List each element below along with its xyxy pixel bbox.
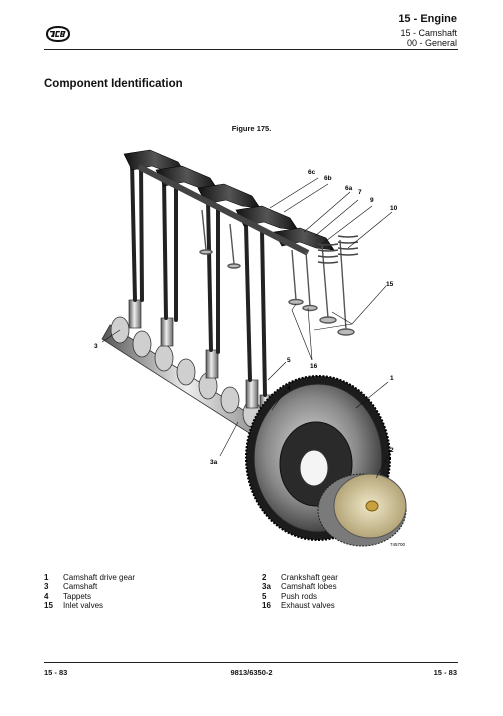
callout-4: 4: [287, 385, 291, 392]
camshaft-assembly-figure: 6c 6b 6a 7 9 10 15 16 5 4 3 3a 1 2 74570…: [94, 149, 407, 547]
valve-springs-illustration: [317, 235, 359, 264]
footer-page-left: 15 - 83: [44, 668, 68, 677]
callout-3: 3: [94, 343, 98, 350]
section-subtitle: 15 - Camshaft: [400, 28, 457, 38]
callout-6a: 6a: [345, 185, 353, 192]
callout-3a: 3a: [210, 459, 218, 466]
footer-page-right: 15 - 83: [433, 668, 457, 677]
callout-6c: 6c: [308, 169, 316, 176]
callout-15: 15: [386, 281, 394, 288]
crankshaft-gear-illustration: [317, 473, 407, 547]
callout-2: 2: [390, 447, 394, 454]
chapter-title: 15 - Engine: [398, 13, 457, 25]
header-rule: [44, 49, 458, 50]
page-heading: Component Identification: [44, 78, 183, 90]
footer-document-number: 9813/6350-2: [230, 668, 273, 677]
figure-caption: Figure 175.: [231, 124, 272, 133]
callout-1: 1: [390, 375, 394, 382]
valves-illustration: [199, 209, 355, 336]
rocker-shaft-illustration: [137, 164, 310, 256]
callout-16: 16: [310, 363, 318, 370]
callout-7: 7: [358, 189, 362, 196]
image-reference-code: 745700: [390, 542, 406, 547]
leader-lines: [101, 177, 393, 479]
push-rods-illustration: [130, 160, 267, 397]
footer-rule: [44, 662, 458, 663]
subsection-subtitle: 00 - General: [406, 38, 457, 48]
jcb-logo: [46, 26, 70, 42]
callout-10: 10: [390, 205, 398, 212]
callout-6b: 6b: [324, 175, 332, 182]
callout-5: 5: [287, 357, 291, 364]
callout-9: 9: [370, 197, 374, 204]
